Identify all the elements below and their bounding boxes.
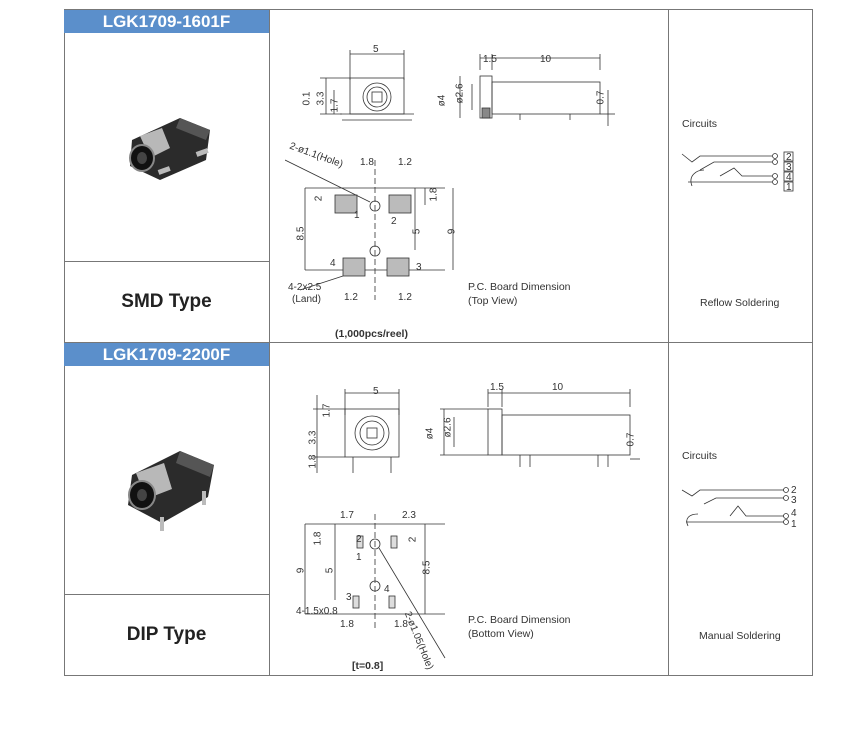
dim-land: 4-2x2.5	[288, 282, 322, 293]
dim-9: 9	[446, 228, 458, 235]
dim-17: 1.7	[329, 98, 341, 113]
soldering-method-2: Manual Soldering	[699, 630, 781, 642]
dim-length-2: 10	[552, 382, 564, 393]
pin-label-2-4: 4	[384, 584, 390, 595]
circuit-diagram-2	[681, 487, 789, 527]
circuit-diagram	[681, 151, 794, 192]
circuit-pin-2d: 1	[791, 519, 797, 530]
dim-offset-2: 1.5	[490, 382, 504, 393]
dim-18b: 1.8	[428, 187, 440, 202]
cell-divider-top	[64, 261, 269, 262]
dim-width: 5	[373, 44, 379, 55]
circuit-pin-d: 1	[786, 182, 792, 193]
dim-33-2: 3.3	[307, 430, 319, 445]
dim-12a: 1.2	[398, 157, 412, 168]
part-number-banner: LGK1709-1601F	[64, 10, 269, 33]
dim-length: 10	[540, 54, 552, 65]
smd-side-view-drawing	[459, 54, 615, 126]
dim-b18a: 1.8	[340, 619, 354, 630]
pin-label-1: 1	[354, 210, 360, 221]
dim-07: 0.7	[595, 90, 607, 105]
dim-width-2: 5	[373, 386, 379, 397]
dim-5: 5	[411, 228, 423, 235]
smd-jack-photo	[129, 118, 210, 180]
circuits-label-2: Circuits	[682, 450, 718, 462]
dim-l5: 5	[324, 567, 336, 574]
dip-pcb-layout-drawing	[304, 514, 446, 659]
dim-slot: 4-1.5x0.8	[296, 606, 338, 617]
dim-l18: 1.8	[312, 531, 324, 546]
circuit-pin-2c: 4	[791, 508, 797, 519]
dim-t23: 2.3	[402, 510, 416, 521]
dim-l2: 2	[407, 536, 419, 543]
dip-side-view-drawing	[440, 389, 640, 467]
pin-label-4: 4	[330, 258, 336, 269]
cell-divider-bottom	[64, 594, 269, 595]
pcb-view: (Top View)	[468, 295, 518, 307]
dim-dia26-2: ø2.6	[442, 417, 454, 438]
pin-label-3: 3	[416, 262, 422, 273]
circuit-pin-b: 3	[786, 162, 792, 173]
dim-18-2: 1.8	[307, 454, 319, 469]
dim-17-2: 1.7	[321, 403, 333, 418]
row-divider	[64, 342, 813, 343]
dim-t17: 1.7	[340, 510, 354, 521]
dim-18a: 1.8	[360, 157, 374, 168]
dim-b18b: 1.8	[394, 619, 408, 630]
dim-01: 0.1	[301, 91, 313, 106]
circuits-label: Circuits	[682, 118, 718, 130]
dim-dia4: ø4	[436, 94, 448, 107]
dip-front-view-drawing	[313, 389, 400, 473]
dim-offset: 1.5	[483, 54, 497, 65]
pin-label-2: 2	[391, 216, 397, 227]
dim-dia26: ø2.6	[454, 83, 466, 104]
dip-jack-photo	[128, 451, 214, 531]
dim-land-label: (Land)	[292, 294, 321, 305]
dim-2: 2	[313, 195, 325, 202]
pin-label-2-3: 3	[346, 592, 352, 603]
dim-12c: 1.2	[398, 292, 412, 303]
dim-dia4-2: ø4	[424, 427, 436, 440]
type-label-2: DIP Type	[126, 624, 207, 645]
smd-front-view-drawing	[320, 50, 414, 121]
pcb-caption: P.C. Board Dimension	[468, 281, 571, 293]
packing-note: (1,000pcs/reel)	[335, 328, 408, 340]
soldering-method: Reflow Soldering	[700, 297, 780, 309]
dim-07-2: 0.7	[625, 432, 637, 447]
circuit-pin-c: 4	[786, 172, 792, 183]
dim-12b: 1.2	[344, 292, 358, 303]
part-number-banner-2: LGK1709-2200F	[64, 343, 269, 366]
dim-85: 8.5	[295, 226, 307, 241]
thickness-note: [t=0.8]	[352, 660, 384, 672]
pcb-caption-2: P.C. Board Dimension	[468, 614, 571, 626]
type-label: SMD Type	[121, 291, 212, 312]
circuit-pin-a: 2	[786, 152, 792, 163]
circuit-pin-2b: 3	[791, 495, 797, 506]
dim-l9: 9	[295, 567, 307, 574]
circuit-pin-2a: 2	[791, 485, 797, 496]
smd-pcb-layout-drawing	[285, 159, 454, 300]
dim-33: 3.3	[315, 91, 327, 106]
pcb-view-2: (Bottom View)	[468, 628, 534, 640]
pin-label-2-2: 2	[356, 534, 362, 545]
pin-label-2-1: 1	[356, 552, 362, 563]
dim-l85: 8.5	[421, 560, 433, 575]
